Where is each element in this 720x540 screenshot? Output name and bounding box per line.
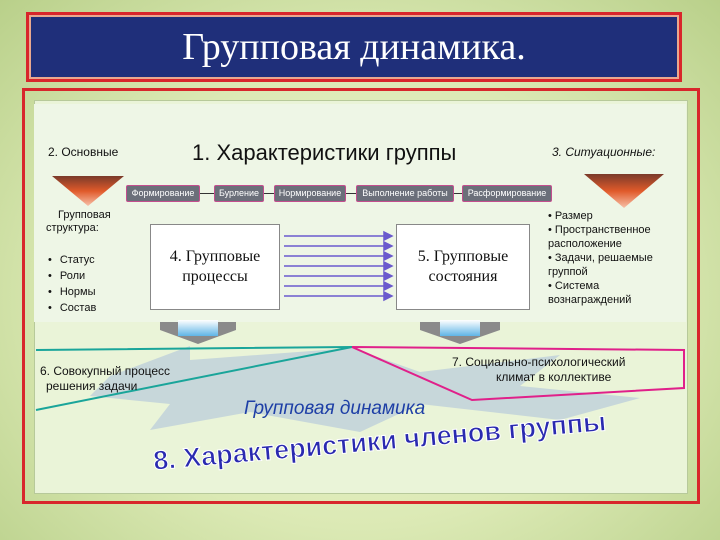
stage-forming: Формирование	[126, 185, 200, 202]
stage-arrow	[454, 193, 462, 194]
processes-line1: 4. Групповые	[169, 248, 261, 265]
right-down-arrow-fill	[440, 320, 480, 336]
dynamics-star-shape	[90, 346, 640, 432]
stage-arrow	[346, 193, 356, 194]
structure-item: Статус	[48, 252, 96, 268]
situational-item: • Пространственное расположение	[548, 224, 651, 250]
title-bar: Групповая динамика.	[26, 12, 682, 82]
situational-item: • Размер	[548, 210, 593, 222]
page-title: Групповая динамика.	[182, 26, 526, 68]
states-line2: состояния	[428, 268, 498, 285]
stage-storming: Бурление	[214, 185, 264, 202]
basic-label: 2. Основные	[48, 145, 119, 159]
stage-performing: Выполнение работы	[356, 185, 454, 202]
stage-norming: Нормирование	[274, 185, 346, 202]
processes-line2: процессы	[182, 268, 248, 285]
structure-title-2: структура:	[46, 222, 99, 234]
structure-item: Состав	[48, 300, 96, 316]
states-box: 5. Групповые состояния	[396, 224, 530, 310]
stage-adjourning: Расформирование	[462, 185, 552, 202]
joint-process-line2: решения задачи	[46, 379, 138, 393]
processes-box: 4. Групповые процессы	[150, 224, 280, 310]
climate-line	[351, 346, 685, 402]
structure-list: Статус Роли Нормы Состав	[48, 252, 96, 316]
situational-item: • Система вознаграждений	[548, 280, 632, 306]
structure-item: Роли	[48, 268, 96, 284]
climate-line2: климат в коллективе	[496, 370, 612, 384]
stage-arrow	[200, 193, 214, 194]
right-funnel-icon	[584, 174, 664, 208]
process-state-arrows	[284, 230, 394, 302]
situational-label: 3. Ситуационные:	[552, 145, 656, 159]
joint-process-line1: 6. Совокупный процесс	[40, 364, 171, 378]
states-line1: 5. Групповые	[417, 248, 509, 265]
structure-title-1: Групповая	[58, 209, 111, 221]
left-down-arrow-fill	[178, 320, 218, 336]
situational-item: • Задачи, решаемые группой	[548, 252, 653, 278]
situational-list: • Размер • Пространственное расположение…	[548, 209, 680, 307]
structure-item: Нормы	[48, 284, 96, 300]
dynamics-label: Групповая динамика	[244, 398, 426, 419]
content-frame	[22, 88, 700, 504]
climate-line1: 7. Социально-психологический	[452, 355, 626, 369]
stage-arrow	[264, 193, 274, 194]
left-funnel-icon	[52, 176, 124, 206]
characteristics-heading: 1. Характеристики группы	[192, 140, 457, 165]
